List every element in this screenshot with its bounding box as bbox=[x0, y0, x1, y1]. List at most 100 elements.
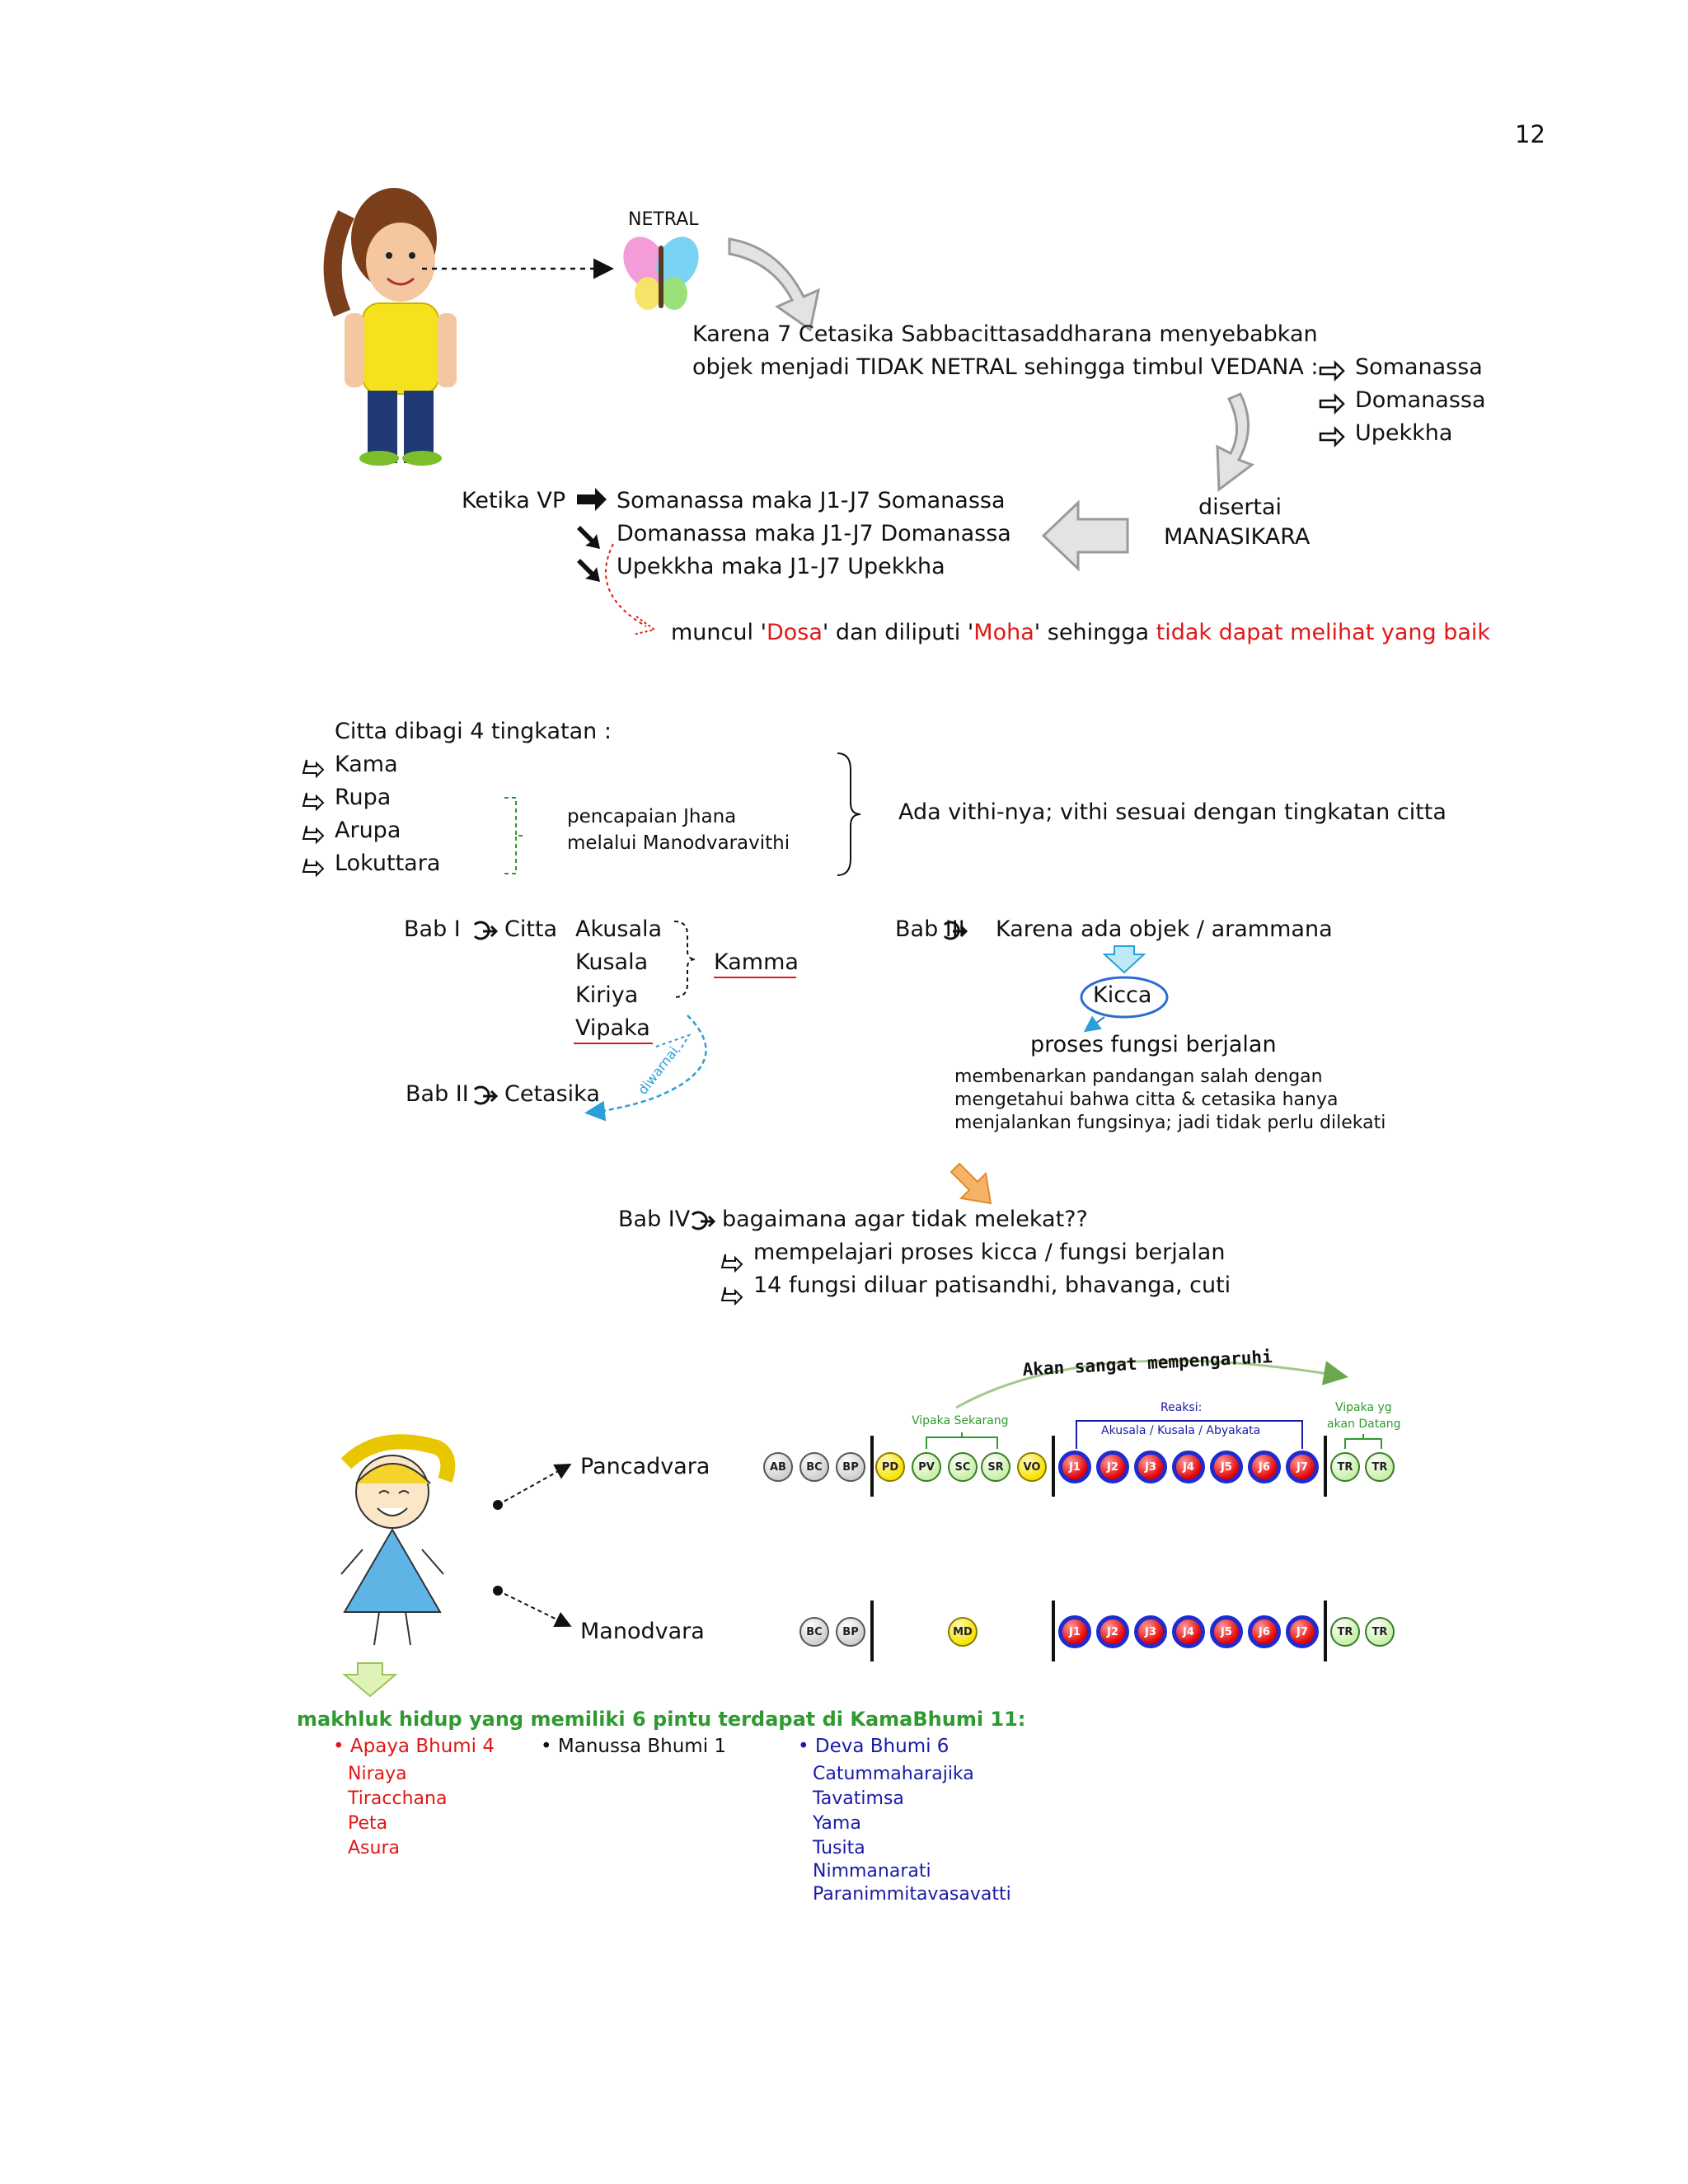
disertai-label: disertai bbox=[1198, 494, 1282, 520]
divider bbox=[870, 1436, 874, 1497]
citta-ball: BC bbox=[799, 1452, 829, 1482]
citta-ball: BC bbox=[799, 1617, 829, 1647]
citta-ball: SC bbox=[948, 1452, 978, 1482]
javana-ball: J5 bbox=[1210, 1451, 1243, 1483]
citta-ball: MD bbox=[948, 1617, 978, 1647]
javana-ball: J3 bbox=[1134, 1451, 1167, 1483]
reaksi-sub-label: Akusala / Kusala / Abyakata bbox=[1101, 1424, 1261, 1437]
vedana-upekkha: Upekkha bbox=[1355, 420, 1453, 446]
javana-ball: J6 bbox=[1248, 1451, 1281, 1483]
bab3-label: Bab III bbox=[895, 916, 965, 942]
proses-label: proses fungsi berjalan bbox=[1030, 1032, 1277, 1057]
javana-ball: J7 bbox=[1286, 1615, 1319, 1648]
citta-ball: TR bbox=[1365, 1617, 1395, 1647]
divider bbox=[1052, 1601, 1055, 1661]
deva-item: Tusita bbox=[813, 1838, 865, 1858]
vp-upekkha: Upekkha maka J1-J7 Upekkha bbox=[617, 554, 945, 579]
page-number: 12 bbox=[1515, 120, 1545, 148]
bab2-label: Bab II bbox=[406, 1081, 469, 1107]
javana-ball: J1 bbox=[1058, 1615, 1091, 1648]
citta-level-arrows-icon bbox=[302, 759, 743, 1306]
deva-item: Yama bbox=[813, 1813, 861, 1834]
reaksi-label: Reaksi: bbox=[1160, 1401, 1203, 1414]
citta-ball: AB bbox=[763, 1452, 793, 1482]
citta-ball: TR bbox=[1365, 1452, 1395, 1482]
dosa-word: Dosa bbox=[767, 620, 823, 645]
vipaka-sekarang-label: Vipaka Sekarang bbox=[912, 1414, 1009, 1427]
javana-ball: J7 bbox=[1286, 1451, 1319, 1483]
divider bbox=[870, 1601, 874, 1661]
vedana-somanassa: Somanassa bbox=[1355, 354, 1483, 380]
citta-ball: TR bbox=[1330, 1452, 1360, 1482]
bab4-item-1: mempelajari proses kicca / fungsi berjal… bbox=[753, 1240, 1226, 1265]
membenarkan-line-1: membenarkan pandangan salah dengan bbox=[954, 1066, 1323, 1087]
bab-arrows-icon bbox=[473, 921, 968, 1230]
divider bbox=[1324, 1601, 1327, 1661]
bab3-text: Karena ada objek / arammana bbox=[996, 916, 1333, 942]
javana-ball: J3 bbox=[1134, 1615, 1167, 1648]
vedana-arrows-icon bbox=[1319, 359, 1345, 448]
butterfly-icon bbox=[623, 237, 699, 310]
kamma-label: Kamma bbox=[714, 949, 799, 975]
javana-ball: J2 bbox=[1096, 1615, 1129, 1648]
membenarkan-line-3: menjalankan fungsinya; jadi tidak perlu … bbox=[954, 1113, 1386, 1133]
ketika-vp-label: Ketika VP bbox=[462, 488, 566, 513]
bab4-item-2: 14 fungsi diluar patisandhi, bhavanga, c… bbox=[753, 1272, 1231, 1298]
girl-cartoon-icon bbox=[340, 1434, 456, 1646]
vedana-domanassa: Domanassa bbox=[1355, 387, 1486, 413]
netral-label: NETRAL bbox=[628, 209, 699, 230]
apaya-title: • Apaya Bhumi 4 bbox=[333, 1736, 495, 1757]
divider bbox=[1324, 1436, 1327, 1497]
javana-ball: J2 bbox=[1096, 1451, 1129, 1483]
jhana-line-2: melalui Manodvaravithi bbox=[567, 832, 790, 854]
tidak-dapat-phrase: tidak dapat melihat yang baik bbox=[1156, 620, 1491, 645]
karena-line-2: objek menjadi TIDAK NETRAL sehingga timb… bbox=[692, 354, 1319, 380]
javana-ball: J4 bbox=[1172, 1615, 1205, 1648]
citta-type-kiriya: Kiriya bbox=[575, 982, 639, 1008]
deva-item: Tavatimsa bbox=[813, 1788, 904, 1809]
citta-ball: BP bbox=[836, 1617, 865, 1647]
deva-item: Catummaharajika bbox=[813, 1764, 974, 1784]
manussa-title: • Manussa Bhumi 1 bbox=[541, 1736, 727, 1757]
bab1-label: Bab I bbox=[404, 916, 461, 942]
citta-ball: PV bbox=[912, 1452, 941, 1482]
muncul-sentence: muncul 'Dosa' dan diliputi 'Moha' sehing… bbox=[671, 620, 1491, 645]
kicca-label: Kicca bbox=[1093, 982, 1152, 1008]
vithi-note: Ada vithi-nya; vithi sesuai dengan tingk… bbox=[898, 799, 1447, 825]
citta-type-vipaka: Vipaka bbox=[575, 1015, 650, 1041]
citta-level-rupa: Rupa bbox=[335, 785, 392, 810]
citta-heading: Citta dibagi 4 tingkatan : bbox=[335, 719, 612, 744]
apaya-item: Asura bbox=[348, 1838, 400, 1858]
bhumi-heading: makhluk hidup yang memiliki 6 pintu terd… bbox=[297, 1708, 1026, 1731]
citta-ball: VO bbox=[1017, 1452, 1047, 1482]
vp-somanassa: Somanassa maka J1-J7 Somanassa bbox=[617, 488, 1006, 513]
bab4-label: Bab IV bbox=[618, 1207, 691, 1232]
citta-ball: TR bbox=[1330, 1617, 1360, 1647]
deva-item: Paranimmitavasavatti bbox=[813, 1884, 1011, 1905]
bab1-citta: Citta bbox=[504, 916, 558, 942]
citta-ball: BP bbox=[836, 1452, 865, 1482]
bab4-text: bagaimana agar tidak melekat?? bbox=[722, 1207, 1088, 1232]
pancadvara-label: Pancadvara bbox=[580, 1454, 710, 1479]
manodvara-label: Manodvara bbox=[580, 1619, 705, 1644]
vp-domanassa: Domanassa maka J1-J7 Domanassa bbox=[617, 521, 1011, 546]
deva-title: • Deva Bhumi 6 bbox=[798, 1736, 950, 1757]
vipaka-yg-line-2: akan Datang bbox=[1327, 1418, 1401, 1431]
karena-line-1: Karena 7 Cetasika Sabbacittasaddharana m… bbox=[692, 321, 1318, 347]
apaya-item: Tiracchana bbox=[348, 1788, 448, 1809]
apaya-item: Peta bbox=[348, 1813, 388, 1834]
membenarkan-line-2: mengetahui bahwa citta & cetasika hanya bbox=[954, 1090, 1339, 1110]
javana-ball: J5 bbox=[1210, 1615, 1243, 1648]
citta-type-kusala: Kusala bbox=[575, 949, 649, 975]
javana-ball: J6 bbox=[1248, 1615, 1281, 1648]
citta-level-lokuttara: Lokuttara bbox=[335, 851, 441, 876]
jhana-line-1: pencapaian Jhana bbox=[567, 806, 737, 827]
citta-ball: SR bbox=[981, 1452, 1010, 1482]
citta-level-arupa: Arupa bbox=[335, 818, 401, 843]
deva-item: Nimmanarati bbox=[813, 1861, 931, 1882]
apaya-item: Niraya bbox=[348, 1764, 407, 1784]
vp-arrows-icon bbox=[577, 488, 607, 582]
manasikara-label: MANASIKARA bbox=[1164, 524, 1311, 550]
citta-level-kama: Kama bbox=[335, 752, 398, 777]
